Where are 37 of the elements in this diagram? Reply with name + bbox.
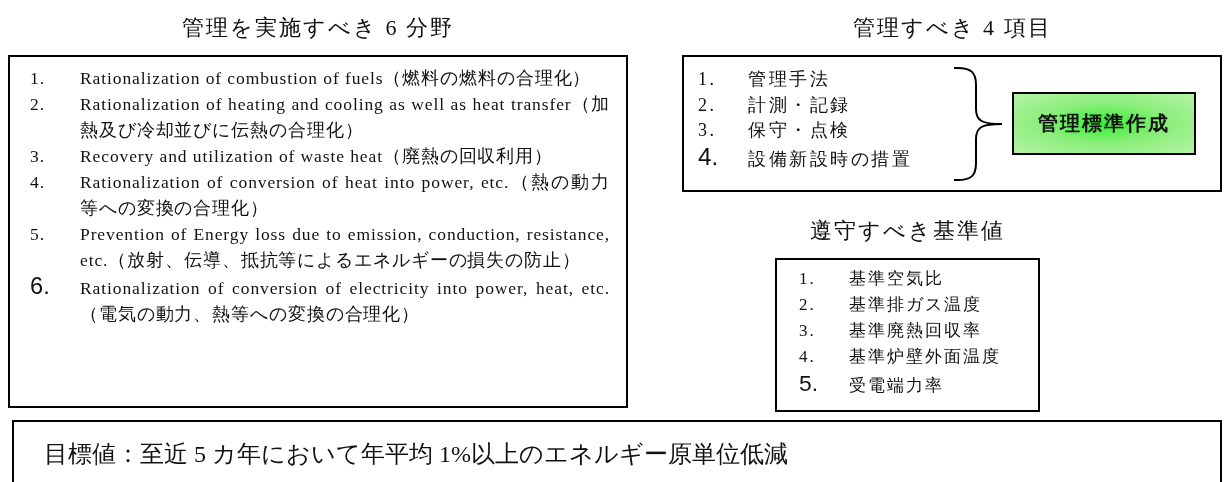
list-number: 3. xyxy=(799,320,817,342)
heading: 管理すべき 4 項目 xyxy=(852,14,1052,42)
list-item: 管理手法 xyxy=(748,68,831,91)
list-item: 基準空気比 xyxy=(849,268,945,290)
heading: 管理を実施すべき 6 分野 xyxy=(182,14,454,42)
list-number: 6. xyxy=(30,273,51,299)
list-item: Rationalization of combustion of fuels（燃料の燃料の合理化） xyxy=(80,67,593,90)
list-number: 5. xyxy=(30,223,46,246)
list-item: Prevention of Energy loss due to emission, conduction, resistance, etc.（放射、伝導、抵抗等によるエネルギーの損失の防止） xyxy=(80,223,610,272)
list-number: 4. xyxy=(698,143,720,169)
list-item: Recovery and utilization of waste heat（廃熱の回収利用） xyxy=(80,145,555,168)
heading: 遵守すべき基準値 xyxy=(810,217,1005,245)
list-item: Rationalization of conversion of heat into power, etc.（熱の動力等への変換の合理化） xyxy=(80,171,610,220)
list-item: 基準排ガス温度 xyxy=(849,294,983,316)
list-number: 3. xyxy=(30,145,46,168)
list-number: 1. xyxy=(698,68,718,91)
goal-text: 目標値：至近 5 カ年において年平均 1%以上のエネルギー原単位低減 xyxy=(44,440,788,469)
goal-box xyxy=(12,420,1222,482)
list-number: 4. xyxy=(799,346,817,368)
list-number: 1. xyxy=(799,268,817,290)
list-number: 4. xyxy=(30,171,46,194)
list-item: Rationalization of heating and cooling as well as heat transfer（加熱及び冷却並びに伝熱の合理化） xyxy=(80,93,610,142)
list-item: 基準炉壁外面温度 xyxy=(849,346,1002,368)
list-item: 保守・点検 xyxy=(748,119,852,142)
action-label: 管理標準作成 xyxy=(1038,110,1170,137)
list-number: 1. xyxy=(30,67,46,90)
list-number: 2. xyxy=(30,93,46,116)
list-number: 2. xyxy=(698,93,718,117)
list-item: 基準廃熱回収率 xyxy=(849,320,983,342)
list-number: 2. xyxy=(799,294,817,316)
list-number: 5. xyxy=(799,370,820,396)
list-item: 設備新設時の措置 xyxy=(748,147,912,171)
action-box xyxy=(1012,92,1196,155)
list-number: 3. xyxy=(698,119,718,142)
list-item: 受電端力率 xyxy=(849,375,945,397)
list-item: 計測・記録 xyxy=(748,93,852,117)
list-item: Rationalization of conversion of electricity into power, heat, etc.（電気の動力、熱等への変換の合理化） xyxy=(80,277,610,326)
